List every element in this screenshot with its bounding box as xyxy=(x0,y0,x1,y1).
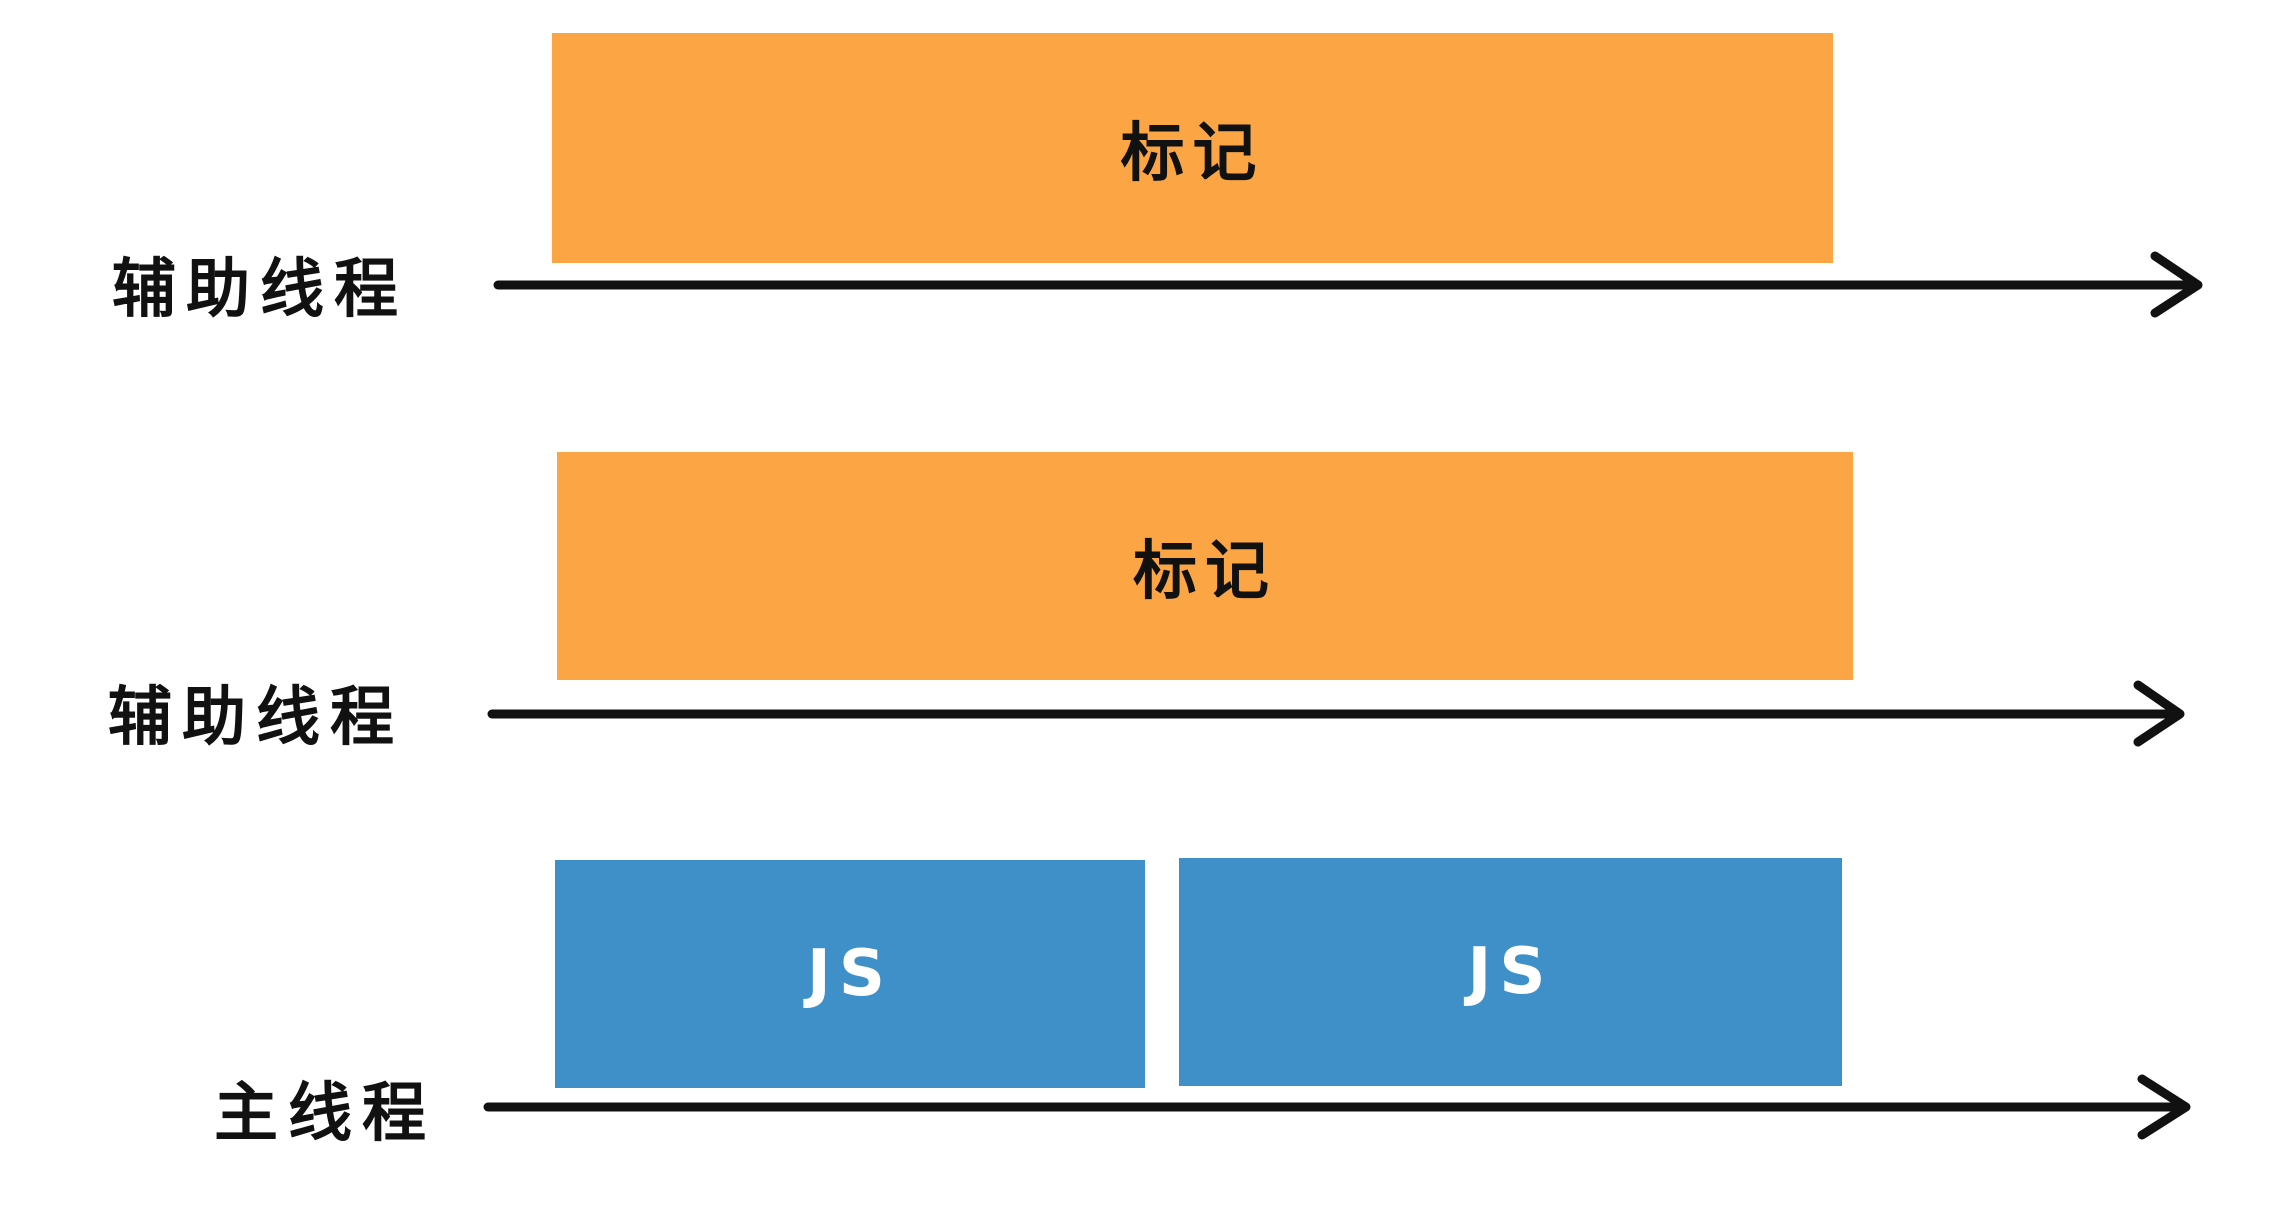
mark-block-lane-1: 标记 xyxy=(552,33,1833,263)
lane-label-main-thread: 主线程 xyxy=(214,1077,436,1151)
js-block-2: JS xyxy=(1179,858,1842,1086)
timeline-arrow-lane-3 xyxy=(483,1074,2191,1140)
js-block-1: JS xyxy=(555,860,1145,1088)
js-block-label: JS xyxy=(807,937,893,1011)
timeline-arrow-lane-2 xyxy=(487,680,2185,747)
timeline-arrow-lane-1 xyxy=(493,251,2203,318)
js-block-label: JS xyxy=(1467,935,1554,1009)
mark-block-lane-2: 标记 xyxy=(557,452,1853,680)
lane-label-helper-thread-2: 辅助线程 xyxy=(108,681,404,755)
lane-label-helper-thread-1: 辅助线程 xyxy=(112,253,408,327)
mark-block-label: 标记 xyxy=(1133,535,1277,609)
mark-block-label: 标记 xyxy=(1120,117,1265,191)
